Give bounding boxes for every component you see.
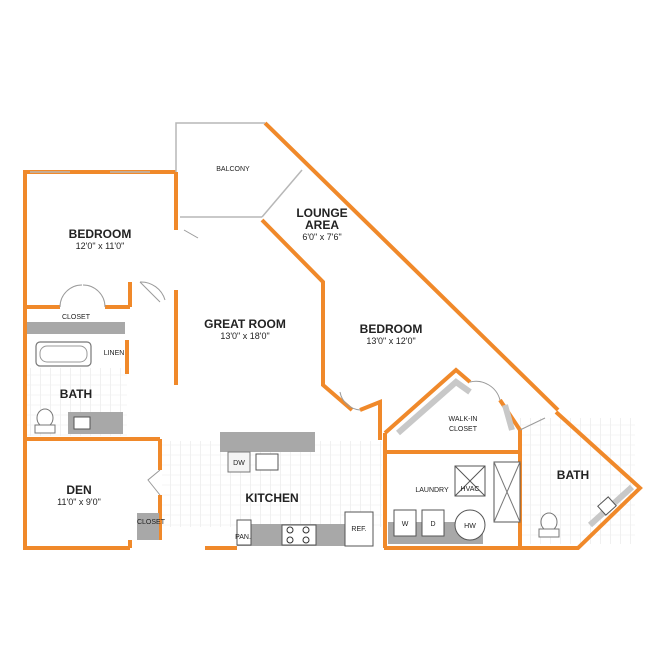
- dishwasher-icon: [227, 451, 251, 473]
- walkin-label-1: WALK-IN: [449, 416, 478, 423]
- burner-icon: [302, 526, 310, 534]
- dryer-icon: [421, 509, 445, 537]
- balcony-label: BALCONY: [216, 166, 250, 173]
- door-balcony: [183, 229, 199, 239]
- bedroom2-dims: 13'0" x 12'0": [366, 336, 415, 346]
- den-closet-label: CLOSET: [137, 519, 166, 526]
- door-bath2: [519, 417, 546, 431]
- walkin-shelf-a: [396, 378, 472, 436]
- wall-bath2-outer: [384, 410, 643, 550]
- bath1-name: BATH: [60, 387, 92, 401]
- washer-icon: [393, 509, 417, 537]
- fixtures: [34, 341, 617, 547]
- door-br1: [139, 281, 161, 303]
- toilet2-icon: [540, 512, 558, 532]
- washer-label: W: [402, 521, 409, 528]
- linen-label: LINEN: [104, 350, 125, 357]
- toilet-tank-icon: [34, 424, 56, 434]
- wall-br2-door-jamb: [359, 399, 382, 440]
- ref-label: REF.: [351, 526, 366, 533]
- great-room-name: GREAT ROOM: [204, 317, 286, 331]
- closet1-shelf: [27, 322, 125, 334]
- pan-label: PAN.: [235, 534, 251, 541]
- exterior-walls: [23, 121, 643, 550]
- walkin-label-2: CLOSET: [449, 426, 478, 433]
- burner-icon: [286, 526, 294, 534]
- hw-label: HW: [464, 523, 476, 530]
- balcony-outline: [175, 122, 265, 172]
- lounge-name-1: LOUNGE: [296, 206, 347, 220]
- bedroom1-name: BEDROOM: [69, 227, 132, 241]
- great-room-dims: 13'0" x 18'0": [220, 331, 269, 341]
- door-br1-arc: [139, 281, 166, 301]
- thin-walls: [30, 122, 303, 218]
- pantry-icon: [236, 519, 252, 546]
- dryer-label: D: [430, 521, 435, 528]
- room-labels: BEDROOM 12'0" x 11'0" CLOSET LINEN BATH …: [57, 166, 589, 541]
- wall-closet-left: [383, 367, 472, 435]
- refrigerator-icon: [344, 511, 374, 547]
- lounge-window: [261, 169, 303, 218]
- door-swings: [59, 229, 546, 496]
- door-closet1-a: [59, 284, 83, 308]
- bathtub-basin-icon: [39, 345, 88, 363]
- dw-label: DW: [233, 460, 245, 467]
- kitchen-name: KITCHEN: [245, 491, 298, 505]
- toilet-icon: [36, 408, 54, 428]
- hvac-x-icon: [454, 465, 486, 497]
- water-heater-icon: [454, 509, 486, 541]
- shower-x-icon: [493, 461, 521, 523]
- toilet2-tank-icon: [538, 528, 560, 538]
- hvac-label: HVAC: [461, 486, 480, 493]
- range-icon: [281, 524, 317, 546]
- door-closet: [469, 380, 501, 401]
- bath2-name: BATH: [557, 468, 589, 482]
- lounge-dims: 6'0" x 7'6": [302, 232, 341, 242]
- kitchen-sink-icon: [255, 453, 279, 471]
- door-den: [147, 469, 161, 496]
- burner-icon: [302, 536, 310, 544]
- wall-diagonal-outer: [263, 121, 560, 412]
- bedroom1-dims: 12'0" x 11'0": [76, 241, 125, 251]
- wall-left-outer: [23, 170, 176, 550]
- bathtub-icon: [35, 341, 92, 367]
- door-closet1-b: [82, 284, 106, 308]
- walkin-shelf-b: [502, 404, 515, 431]
- bedroom2-name: BEDROOM: [360, 322, 423, 336]
- door-br2: [339, 391, 361, 411]
- wall-br2-left: [260, 218, 354, 412]
- burner-icon: [286, 536, 294, 544]
- kitchen-island: [220, 432, 315, 452]
- laundry-label: LAUNDRY: [415, 487, 449, 494]
- den-closet-shelf: [137, 513, 159, 540]
- sink-icon: [73, 416, 91, 430]
- den-name: DEN: [66, 483, 91, 497]
- bath2-floor: [520, 418, 635, 544]
- lounge-name-2: AREA: [305, 218, 339, 232]
- den-dims: 11'0" x 9'0": [57, 497, 101, 507]
- sink2-icon: [597, 496, 617, 516]
- closet1-label: CLOSET: [62, 314, 91, 321]
